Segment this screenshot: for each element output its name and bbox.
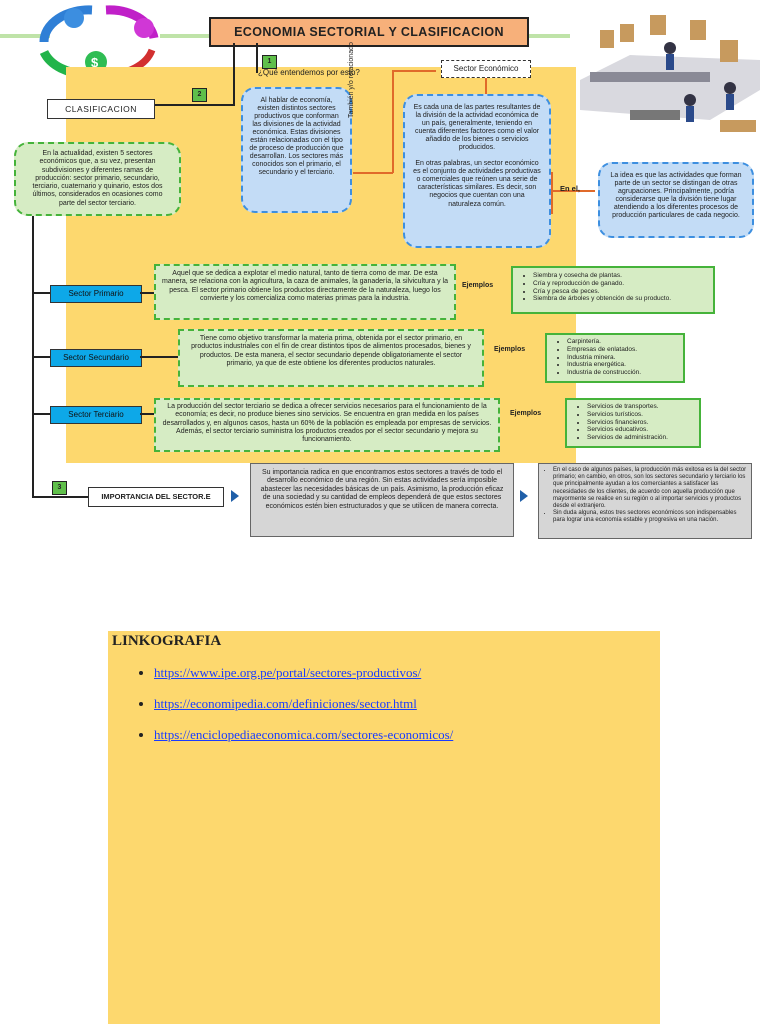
orange-connector <box>353 172 393 174</box>
factory-image <box>570 0 768 150</box>
sector-economico-text-1: Es cada una de las partes resultantes de… <box>413 104 541 152</box>
connector <box>256 43 258 73</box>
clasificacion-text: En la actualidad, existen 5 sectores eco… <box>14 142 181 216</box>
intro-text: Al hablar de economía, existen distintos… <box>241 87 352 213</box>
link-ipe[interactable]: https://www.ipe.org.pe/portal/sectores-p… <box>154 665 422 680</box>
link-item: https://www.ipe.org.pe/portal/sectores-p… <box>154 664 660 682</box>
sector-terciario-label: Sector Terciario <box>50 406 142 424</box>
example-item: Industria energética. <box>567 361 681 369</box>
example-item: Servicios de administración. <box>587 434 697 442</box>
ideas-text: La idea es que las actividades que forma… <box>598 162 754 238</box>
link-item: https://enciclopediaeconomica.com/sector… <box>154 726 660 744</box>
example-item: Carpintería. <box>567 338 681 346</box>
question-label: ¿Qué entendemos por esto? <box>258 68 360 77</box>
sector-economico-label: Sector Económico <box>441 60 531 78</box>
connector <box>32 413 50 415</box>
link-enciclopedia[interactable]: https://enciclopediaeconomica.com/sector… <box>154 727 454 742</box>
step-badge-3: 3 <box>52 481 67 495</box>
orange-connector <box>392 70 394 173</box>
svg-text:$: $ <box>91 55 99 70</box>
ejemplos-label-primario: Ejemplos <box>462 282 494 289</box>
connector <box>140 292 154 294</box>
link-list: https://www.ipe.org.pe/portal/sectores-p… <box>108 664 660 744</box>
arrow-right-icon <box>231 490 239 502</box>
sector-secundario-label: Sector Secundario <box>50 349 142 367</box>
connector <box>155 104 235 106</box>
sector-primario-text: Aquel que se dedica a explotar el medio … <box>154 264 456 320</box>
bullet-item: En el caso de algunos países, la producc… <box>553 467 749 510</box>
importancia-label: IMPORTANCIA DEL SECTOR.E <box>88 487 224 507</box>
connector <box>32 356 50 358</box>
ejemplos-label-secundario: Ejemplos <box>494 346 526 353</box>
connector <box>140 413 154 415</box>
clasificacion-label: CLASIFICACION <box>47 99 155 119</box>
example-item: Servicios turísticos. <box>587 411 697 419</box>
example-item: Empresas de enlatados. <box>567 346 681 354</box>
link-item: https://economipedia.com/definiciones/se… <box>154 695 660 713</box>
example-item: Cría y reproducción de ganado. <box>533 280 711 288</box>
orange-connector <box>392 70 436 72</box>
top-stripe-left <box>0 34 50 38</box>
example-item: Siembra de árboles y obtención de su pro… <box>533 295 711 303</box>
sector-secundario-text: Tiene como objetivo transformar la mater… <box>178 329 484 387</box>
orange-connector <box>551 172 553 214</box>
en-el-label: En el, <box>560 184 581 193</box>
page-title: ECONOMIA SECTORIAL Y CLASIFICACION <box>209 17 529 47</box>
connector <box>32 496 88 498</box>
example-item: Industria de construcción. <box>567 369 681 377</box>
connector <box>233 43 235 105</box>
importancia-text: Su importancia radica en que encontramos… <box>250 463 514 537</box>
example-item: Servicios de transportes. <box>587 403 697 411</box>
sector-terciario-text: La producción del sector terciario se de… <box>154 398 500 452</box>
sector-secundario-examples: Carpintería. Empresas de enlatados. Indu… <box>545 333 685 383</box>
step-badge-2: 2 <box>192 88 207 102</box>
importancia-bullets: En el caso de algunos países, la producc… <box>538 463 752 539</box>
vertical-label: También y/o relacionado <box>348 42 355 118</box>
sector-terciario-examples: Servicios de transportes. Servicios turí… <box>565 398 701 448</box>
sector-primario-label: Sector Primario <box>50 285 142 303</box>
bullet-item: Sin duda alguna, estos tres sectores eco… <box>553 510 749 524</box>
linkografia-panel: LINKOGRAFIA https://www.ipe.org.pe/porta… <box>108 631 660 1024</box>
orange-connector <box>551 190 595 192</box>
sector-economico-text: Es cada una de las partes resultantes de… <box>403 94 551 248</box>
orange-connector <box>485 78 487 94</box>
example-item: Industria minera. <box>567 354 681 362</box>
ejemplos-label-terciario: Ejemplos <box>510 410 542 417</box>
sector-primario-examples: Siembra y cosecha de plantas. Cría y rep… <box>511 266 715 314</box>
linkografia-title: LINKOGRAFIA <box>112 633 222 649</box>
connector <box>32 292 50 294</box>
step-badge-1: 1 <box>262 55 277 69</box>
example-item: Servicios educativos. <box>587 426 697 434</box>
example-item: Cría y pesca de peces. <box>533 288 711 296</box>
arrow-right-icon <box>520 490 528 502</box>
connector <box>140 356 178 358</box>
example-item: Servicios financieros. <box>587 419 697 427</box>
example-item: Siembra y cosecha de plantas. <box>533 272 711 280</box>
link-economipedia[interactable]: https://economipedia.com/definiciones/se… <box>154 696 417 711</box>
sector-economico-text-2: En otras palabras, un sector económico e… <box>413 160 541 208</box>
